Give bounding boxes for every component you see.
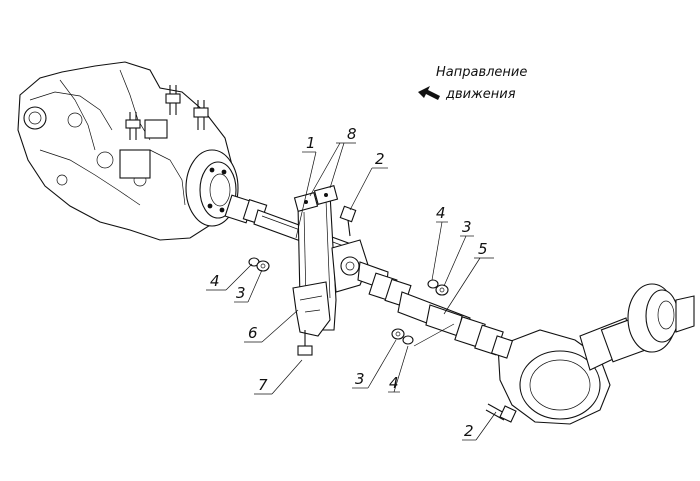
callout-6: 6 — [248, 324, 258, 342]
callout-3-right: 3 — [462, 218, 472, 236]
callout-8: 8 — [347, 125, 357, 143]
callout-7: 7 — [258, 376, 268, 394]
callout-2-top: 2 — [375, 150, 385, 168]
callout-2-bottom: 2 — [464, 422, 474, 440]
rear-axle — [490, 283, 695, 425]
bolt-2-upper — [339, 205, 357, 237]
leader-lines — [206, 142, 497, 441]
callout-4-right: 4 — [436, 204, 446, 222]
gearbox — [17, 61, 239, 241]
direction-label-line2: движения — [445, 87, 516, 102]
callout-5: 5 — [478, 240, 488, 258]
callout-4-left: 4 — [210, 272, 220, 290]
direction-of-travel: Направление движения — [418, 65, 527, 102]
direction-arrow-icon — [418, 86, 440, 100]
callout-numbers: 1 8 2 4 3 6 7 4 3 5 3 4 2 — [210, 125, 488, 440]
callout-3-bottom: 3 — [355, 370, 365, 388]
callout-4-bottom: 4 — [389, 374, 399, 392]
propeller-shaft-rear — [357, 261, 504, 356]
direction-label-line1: Направление — [436, 65, 527, 80]
callout-3-left: 3 — [236, 284, 246, 302]
nut-washer-bottom — [391, 328, 414, 345]
callout-1: 1 — [306, 134, 316, 152]
bolt-2-lower — [485, 403, 517, 423]
nut-washer-right — [427, 279, 449, 296]
nut-washer-left — [248, 257, 270, 272]
intermediate-support — [292, 184, 369, 356]
